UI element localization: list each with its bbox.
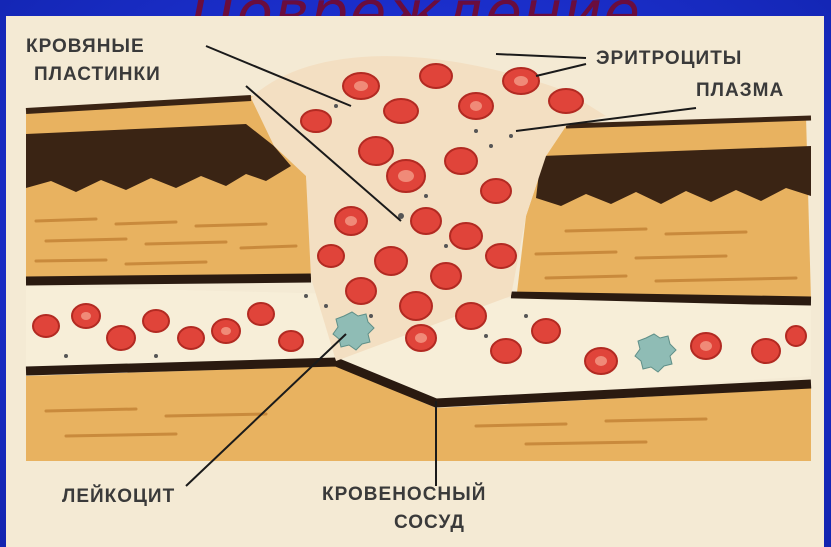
red-cell bbox=[248, 303, 274, 325]
red-cell bbox=[486, 244, 516, 268]
red-cell bbox=[481, 179, 511, 203]
red-cell bbox=[279, 331, 303, 351]
red-cell bbox=[431, 263, 461, 289]
red-cell bbox=[143, 310, 169, 332]
red-cell bbox=[491, 339, 521, 363]
red-cell bbox=[532, 319, 560, 343]
red-cell bbox=[420, 64, 452, 88]
red-cell bbox=[318, 245, 344, 267]
red-cell bbox=[359, 137, 393, 165]
label-erythrocytes: ЭРИТРОЦИТЫ bbox=[596, 48, 742, 70]
red-cell bbox=[445, 148, 477, 174]
red-cell bbox=[400, 292, 432, 320]
red-cell bbox=[384, 99, 418, 123]
label-vessel-line1: КРОВЕНОСНЫЙ bbox=[322, 484, 486, 506]
tissue-upper-right bbox=[516, 116, 811, 301]
label-platelets-line1: КРОВЯНЫЕ bbox=[26, 36, 145, 58]
red-cell bbox=[107, 326, 135, 350]
red-cell bbox=[411, 208, 441, 234]
red-cell bbox=[178, 327, 204, 349]
diagram-panel: КРОВЯНЫЕ ПЛАСТИНКИ ЭРИТРОЦИТЫ ПЛАЗМА ЛЕЙ… bbox=[6, 16, 824, 547]
red-cell bbox=[752, 339, 780, 363]
red-cell bbox=[786, 326, 806, 346]
label-platelets-line2: ПЛАСТИНКИ bbox=[34, 64, 161, 86]
red-cell bbox=[450, 223, 482, 249]
red-cell bbox=[549, 89, 583, 113]
label-plasma: ПЛАЗМА bbox=[696, 80, 784, 102]
red-cell bbox=[33, 315, 59, 337]
vessel-wall-upper-left bbox=[26, 278, 311, 281]
red-cell bbox=[375, 247, 407, 275]
red-cell bbox=[301, 110, 331, 132]
label-leukocyte: ЛЕЙКОЦИТ bbox=[62, 486, 175, 508]
red-cell bbox=[456, 303, 486, 329]
label-vessel-line2: СОСУД bbox=[394, 512, 465, 534]
red-cell bbox=[346, 278, 376, 304]
